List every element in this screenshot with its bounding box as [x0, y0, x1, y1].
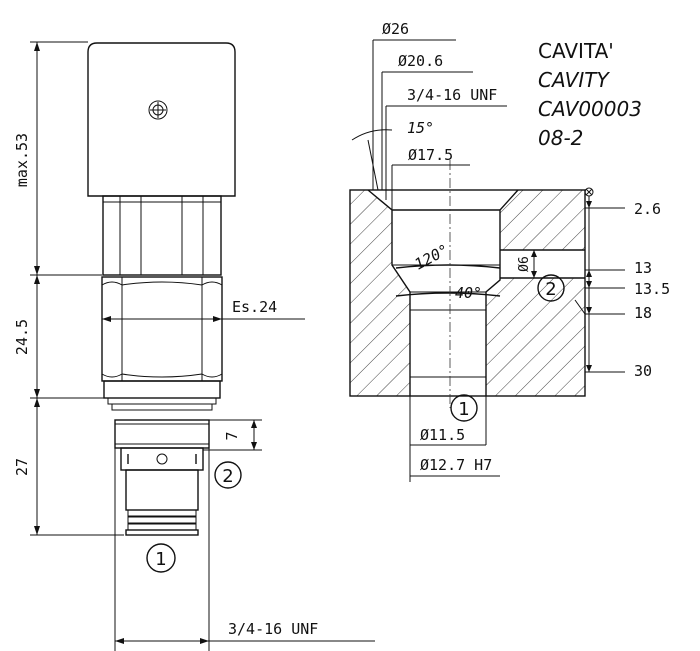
port2-badge — [214, 461, 242, 489]
label-depth-13: 13 — [634, 259, 652, 277]
label-27: 27 — [13, 458, 31, 476]
hex-nut — [101, 276, 223, 382]
cavity-title-line2: CAVITY — [538, 68, 610, 92]
arc-15 — [351, 129, 393, 141]
label-7: 7 — [223, 431, 241, 440]
label-thread-cartridge: 3/4-16 UNF — [228, 620, 318, 638]
cavity-title-line4: 08-2 — [538, 126, 583, 150]
coil-cap — [87, 42, 236, 197]
label-depth-13-5: 13.5 — [634, 280, 670, 298]
port1-label: 1 — [155, 549, 166, 570]
hatched-block — [350, 190, 585, 396]
screw-icon — [148, 100, 168, 120]
label-dia-20-6: Ø20.6 — [398, 52, 443, 70]
port2-channel — [500, 249, 585, 279]
label-dia-17-5: Ø17.5 — [408, 146, 453, 164]
port2-section — [120, 447, 204, 471]
o-ring-3 — [127, 523, 197, 531]
label-dia-26: Ø26 — [382, 20, 409, 38]
cavity-port1-label: 1 — [458, 399, 469, 420]
label-dia-6: Ø6 — [517, 256, 532, 272]
nose-lower — [125, 469, 199, 511]
label-dia-12-7: Ø12.7 H7 — [420, 456, 492, 474]
cavity-title-line3: CAV00003 — [538, 97, 642, 121]
label-es-24: Es.24 — [232, 298, 277, 316]
cartridge-view: max.53 24.5 27 Es.24 — [13, 41, 375, 651]
cavity-port2-label: 2 — [545, 279, 556, 300]
label-max-53: max.53 — [13, 133, 31, 187]
label-dia-11-5: Ø11.5 — [420, 426, 465, 444]
cavity-port1-badge — [450, 394, 478, 422]
cavity-title-line1: CAVITA' — [538, 39, 614, 63]
label-depth-2-6: 2.6 — [634, 200, 661, 218]
label-depth-18: 18 — [634, 304, 652, 322]
port1-badge — [146, 543, 176, 573]
label-24-5: 24.5 — [13, 319, 31, 355]
o-ring-2 — [127, 516, 197, 524]
cavity-port2-badge — [537, 274, 565, 302]
depth-dimensions — [574, 187, 625, 373]
port2-hole — [156, 453, 168, 465]
thread-section — [103, 380, 221, 399]
label-angle-40: 40° — [455, 284, 482, 302]
label-thread-cavity: 3/4-16 UNF — [407, 86, 497, 104]
valve-tube — [102, 195, 222, 276]
label-angle-15: 15° — [407, 119, 434, 137]
label-angle-120: 120° — [411, 241, 451, 274]
cavity-view: Ø26 Ø20.6 3/4-16 UNF 15° Ø17.5 120° 40° … — [349, 20, 670, 482]
port2-label: 2 — [222, 466, 233, 487]
o-ring-1 — [127, 509, 197, 517]
label-depth-30: 30 — [634, 362, 652, 380]
